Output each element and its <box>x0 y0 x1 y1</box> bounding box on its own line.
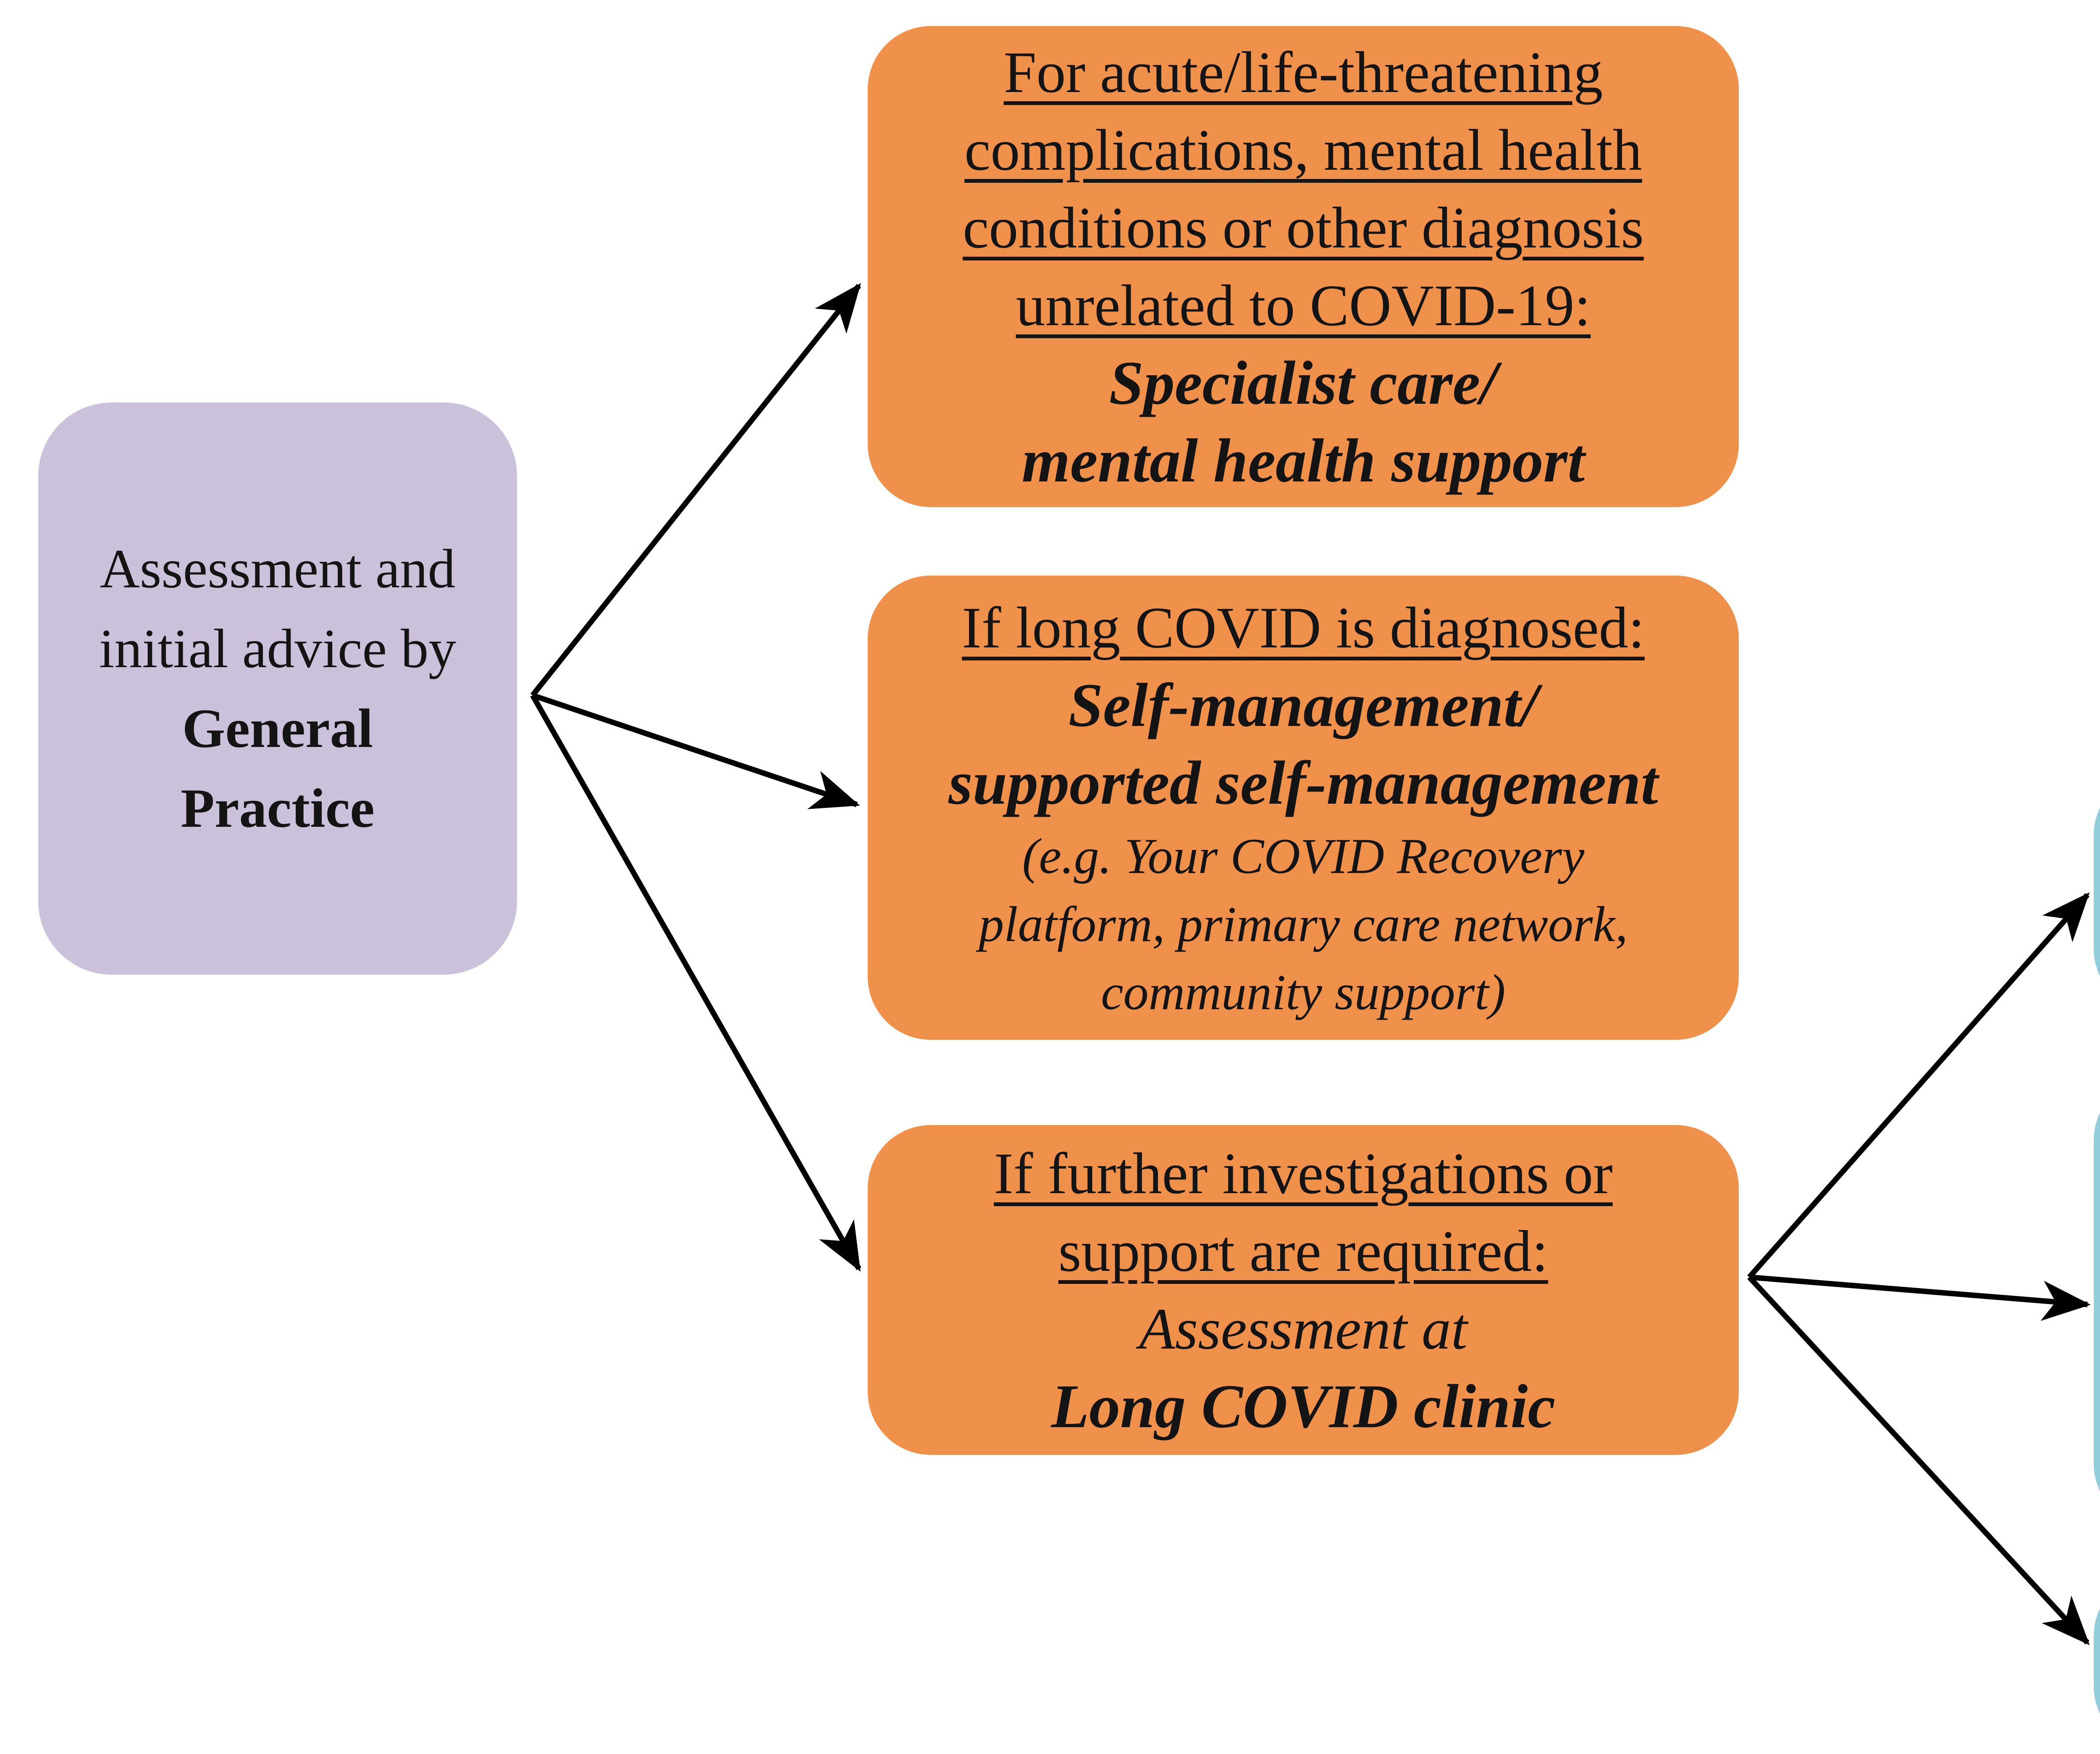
text-line: support are required: <box>1058 1218 1549 1284</box>
text-line: mental health support <box>1021 426 1585 495</box>
text-line: (e.g. Your COVID Recovery <box>1022 828 1585 884</box>
text-line: Specialist care/ <box>1109 348 1498 418</box>
text-line: Long COVID clinic <box>1051 1372 1556 1441</box>
box-self-management-cases: For cases appropriate for self-managemen… <box>2094 1077 2100 1527</box>
text-line: Assessment and <box>100 538 456 600</box>
text-line: For acute/life-threatening <box>1003 39 1603 105</box>
arrow-clinic-to-specialist-care <box>1747 1275 2090 1645</box>
arrow-gp-to-self-management <box>531 692 860 810</box>
text-line: community support) <box>1101 964 1506 1020</box>
arrow-clinic-to-further-treatment <box>1747 892 2090 1279</box>
text-line: If further investigations or <box>994 1141 1613 1206</box>
arrow-gp-to-specialist-care <box>530 283 861 697</box>
text-line: General <box>182 697 373 759</box>
box-general-practice: Assessment and initial advice by General… <box>38 402 517 975</box>
text-line: unrelated to COVID-19: <box>1016 273 1591 338</box>
text-line: Self-management/ <box>1068 671 1538 740</box>
box-further-investigations: If further investigations or support are… <box>868 1125 1739 1455</box>
text-line: Practice <box>181 777 375 839</box>
text-line: If long COVID is diagnosed: <box>962 595 1645 660</box>
arrow-clinic-to-self-management <box>1749 1274 2091 1321</box>
text-line: platform, primary care network, <box>979 896 1628 952</box>
text-line: supported self-management <box>948 749 1658 818</box>
box-long-covid-diagnosed: If long COVID is diagnosed: Self-managem… <box>868 576 1739 1040</box>
text-line: Assessment at <box>1139 1296 1467 1362</box>
text-line: initial advice by <box>99 618 457 679</box>
box-further-treatment-clinic: Further treatment/ rehabilitation servic… <box>2094 772 2100 1012</box>
arrow-gp-to-long-covid-clinic <box>530 694 861 1272</box>
text-line: conditions or other diagnosis <box>963 195 1644 260</box>
text-line: complications, mental health <box>964 117 1642 183</box>
box-acute-complications: For acute/life-threatening complications… <box>868 26 1739 507</box>
